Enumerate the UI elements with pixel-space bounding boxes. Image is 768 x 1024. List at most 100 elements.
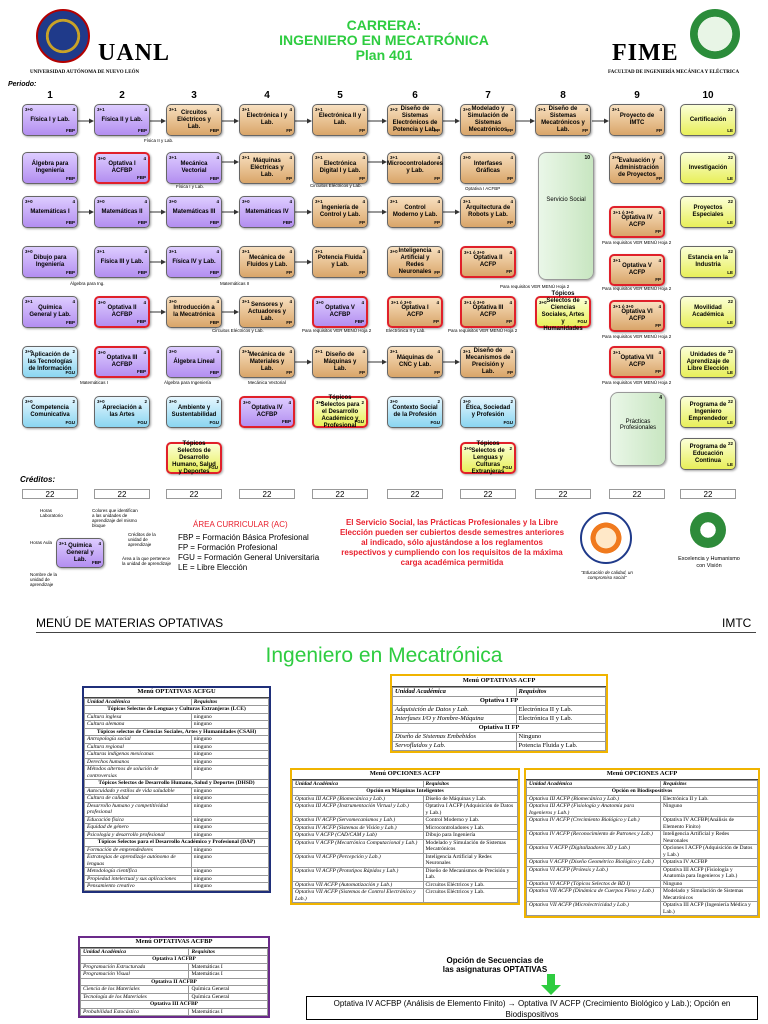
quality-seal bbox=[580, 512, 632, 564]
menu-divider bbox=[36, 632, 756, 633]
table-row: Tópicos selectos de Ciencias Sociales, A… bbox=[84, 727, 269, 736]
note-electronica-ii: Electrónica II y Lab. bbox=[386, 328, 426, 333]
table-cell-req: ninguno bbox=[190, 735, 270, 744]
table-cell-unit: Optativa VI ACFP (Percepción y Lab.) bbox=[292, 852, 424, 868]
table-row: Optativa VII ACFP (Sistemas de Control E… bbox=[292, 888, 518, 903]
table-row: Optativa VII ACFP (Automatización y Lab.… bbox=[292, 880, 518, 889]
servicio-social-box[interactable]: 10 Servicio Social bbox=[538, 152, 594, 280]
course-area: FBP bbox=[66, 270, 75, 275]
course-credits: 4 bbox=[289, 199, 292, 204]
course-box[interactable]: Tópicos Selectos de Desarrollo Humano, S… bbox=[166, 441, 222, 475]
course-hours: 3+0 bbox=[98, 300, 106, 305]
course-name: Química General y Lab. bbox=[29, 305, 71, 318]
course-hours: 3+1 bbox=[315, 249, 323, 254]
table-cell-req: Ninguno bbox=[515, 732, 607, 742]
practicas-profesionales-box[interactable]: 4 Prácticas Profesionales bbox=[610, 392, 666, 466]
course-hours: 3+1 bbox=[390, 349, 398, 354]
course-area: FP bbox=[656, 176, 662, 181]
course-area: LE bbox=[727, 270, 733, 275]
table-cell-req: Optativa I ACFP (Adquisición de Datos y … bbox=[422, 802, 518, 817]
course-area: FP bbox=[507, 220, 513, 225]
fime-seal bbox=[690, 9, 740, 59]
table-cell-req: Control Moderno y Lab. bbox=[422, 816, 518, 825]
course-credits: 22 bbox=[727, 441, 733, 446]
period-credits: 22 bbox=[239, 489, 295, 499]
table-title: Menú OPTATIVAS ACFBP bbox=[80, 938, 268, 948]
table-row: Optativa V ACFP (CAD/CAM y Lab)Dibujo pa… bbox=[292, 831, 518, 840]
period-credits: 22 bbox=[609, 489, 665, 499]
